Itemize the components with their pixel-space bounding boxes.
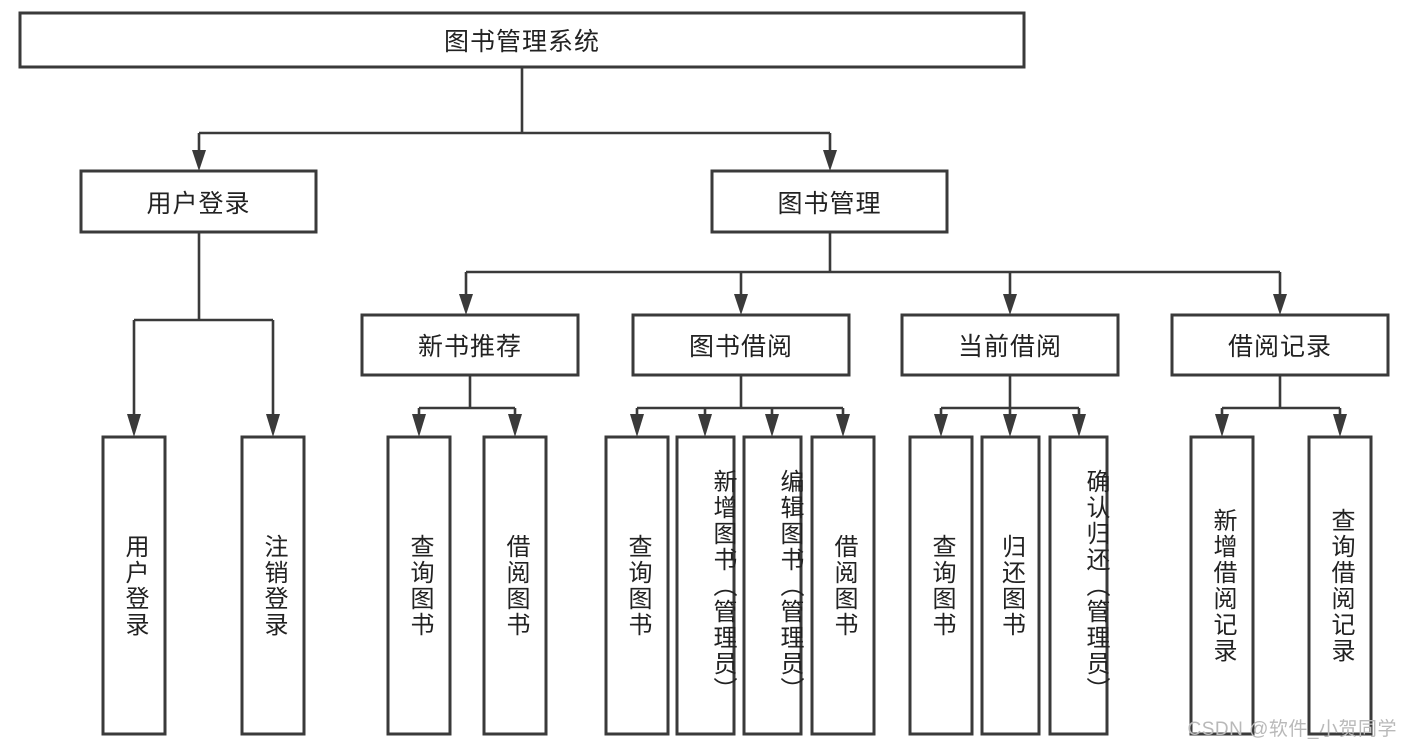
node-leaf-query-borrow-record[interactable] bbox=[1307, 435, 1373, 736]
node-layer bbox=[18, 11, 1390, 736]
arrowhead-br-leaf-1 bbox=[1215, 414, 1229, 437]
node-borrow-record[interactable] bbox=[1170, 313, 1390, 377]
node-leaf-edit-book-admin[interactable] bbox=[742, 435, 803, 736]
arrowhead-book-mgmt bbox=[823, 150, 837, 171]
node-leaf-add-book-admin[interactable] bbox=[675, 435, 736, 736]
node-leaf-borrow-book-nbr[interactable] bbox=[482, 435, 548, 736]
arrowhead-br-leaf-2 bbox=[1333, 414, 1347, 437]
node-leaf-user-login[interactable] bbox=[101, 435, 167, 736]
arrowhead-new-book-recommend bbox=[459, 294, 473, 315]
node-leaf-add-borrow-record[interactable] bbox=[1189, 435, 1255, 736]
arrowhead-bb-leaf-2 bbox=[698, 414, 712, 437]
node-leaf-return-book[interactable] bbox=[980, 435, 1041, 736]
arrowhead-bb-leaf-1 bbox=[630, 414, 644, 437]
node-leaf-confirm-return-admin[interactable] bbox=[1048, 435, 1109, 736]
arrowhead-nbr-leaf-1 bbox=[412, 414, 426, 437]
node-new-book-recommend[interactable] bbox=[360, 313, 580, 377]
node-leaf-query-book-bb[interactable] bbox=[604, 435, 670, 736]
arrowhead-current-borrow bbox=[1003, 294, 1017, 315]
node-leaf-query-book-nbr[interactable] bbox=[386, 435, 452, 736]
node-book-management[interactable] bbox=[710, 169, 949, 234]
node-book-borrow[interactable] bbox=[631, 313, 851, 377]
arrowhead-borrow-record bbox=[1273, 294, 1287, 315]
arrowhead-bb-leaf-3 bbox=[765, 414, 779, 437]
arrowhead-user-login bbox=[192, 150, 206, 171]
arrowhead-leaf-logout bbox=[266, 414, 280, 437]
node-root-book-management-system[interactable] bbox=[18, 11, 1026, 69]
node-leaf-query-book-cb[interactable] bbox=[908, 435, 974, 736]
node-leaf-logout[interactable] bbox=[240, 435, 306, 736]
node-user-login[interactable] bbox=[79, 169, 318, 234]
arrowhead-book-borrow bbox=[734, 294, 748, 315]
connector-layer bbox=[127, 67, 1347, 437]
arrowhead-cb-leaf-1 bbox=[934, 414, 948, 437]
arrowhead-bb-leaf-4 bbox=[836, 414, 850, 437]
arrowhead-nbr-leaf-2 bbox=[508, 414, 522, 437]
node-current-borrow[interactable] bbox=[900, 313, 1120, 377]
arrowhead-cb-leaf-2 bbox=[1003, 414, 1017, 437]
node-leaf-borrow-book-bb[interactable] bbox=[810, 435, 876, 736]
arrowhead-leaf-user-login bbox=[127, 414, 141, 437]
arrowhead-cb-leaf-3 bbox=[1072, 414, 1086, 437]
